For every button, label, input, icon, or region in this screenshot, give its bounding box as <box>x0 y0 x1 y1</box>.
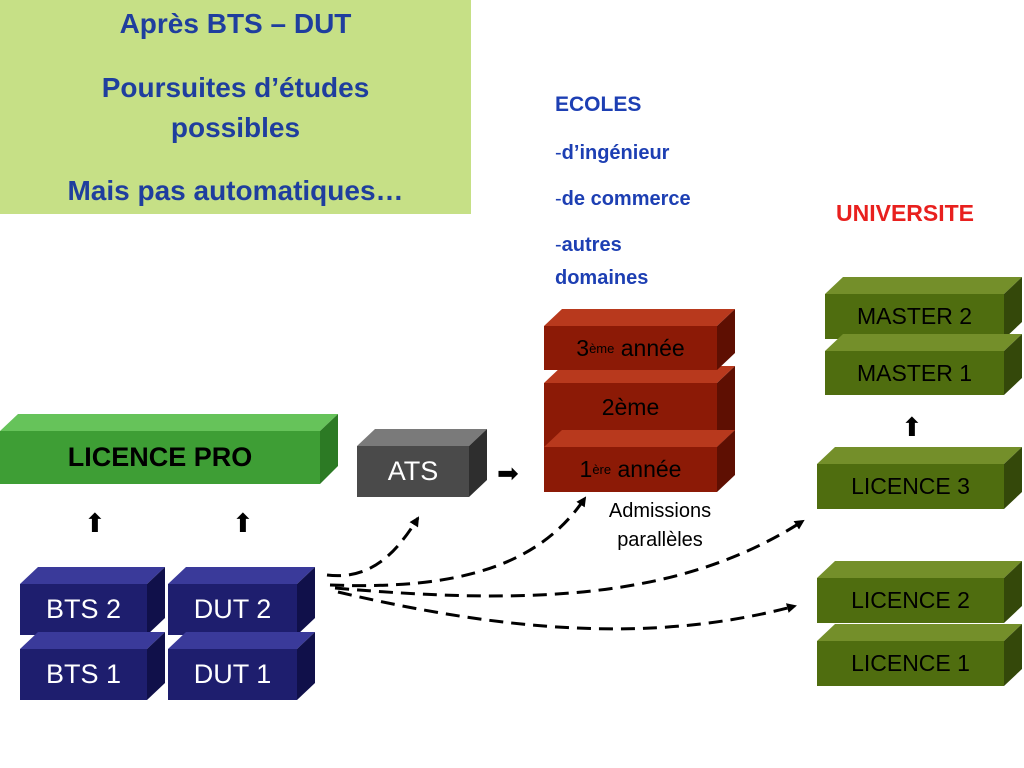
title-line-3: Mais pas automatiques… <box>67 175 404 206</box>
licence-pro-label: LICENCE PRO <box>67 442 253 472</box>
bts1-block <box>20 632 165 700</box>
master1-label: MASTER 1 <box>856 359 973 386</box>
licence3-label: LICENCE 3 <box>851 473 970 499</box>
title-line-2a: Poursuites d’études <box>101 72 370 103</box>
ecoles-item-domaines: domaines <box>555 267 649 289</box>
arrow-to-ecole <box>329 496 587 588</box>
admissions-line-2: parallèles <box>617 529 703 551</box>
master2-label: MASTER 2 <box>856 303 973 329</box>
bts2-label: BTS 2 <box>45 594 122 624</box>
dut1-block <box>168 632 315 700</box>
bts1-label: BTS 1 <box>45 659 122 689</box>
dut2-label: DUT 2 <box>193 594 272 624</box>
title-box: Après BTS – DUT Poursuites d’études poss… <box>0 0 471 214</box>
ecole-year3-sup: ème <box>589 340 615 356</box>
title-line-1: Après BTS – DUT <box>119 8 352 39</box>
ecole-year2-label: 2ème <box>601 393 660 420</box>
licence2-label: LICENCE 2 <box>851 587 970 613</box>
ecoles-item-label: de commerce <box>561 188 691 210</box>
ecole-year1-num: 1 <box>579 456 593 482</box>
ecoles-item-dash: - <box>555 142 562 164</box>
master2-block <box>825 277 1022 339</box>
ecole-year3-num: 3 <box>576 334 590 361</box>
licence1-label: LICENCE 1 <box>851 650 970 676</box>
dut1-label: DUT 1 <box>193 659 272 689</box>
licence-pro-block <box>0 414 338 484</box>
ecole-year3-rest: année <box>614 334 685 361</box>
ecoles-item-label: autres <box>561 234 622 256</box>
universite-label: UNIVERSITE <box>836 200 975 226</box>
ecole-year3-block <box>544 309 735 370</box>
ecoles-item-dash: - <box>555 188 562 210</box>
licence1-block <box>817 624 1022 686</box>
dut2-block <box>168 567 315 635</box>
arrow-up-dut-icon: ⬆ <box>232 508 254 538</box>
arrow-to-ats <box>326 516 420 578</box>
licence2-block <box>817 561 1022 623</box>
ecoles-heading: ECOLES <box>555 93 642 116</box>
ats-block <box>357 429 487 497</box>
ecoles-item-commerce: -de commerce <box>555 188 691 211</box>
arrow-to-licence2 <box>337 590 797 631</box>
master1-block <box>825 334 1022 395</box>
arrow-up-master-icon: ⬆ <box>901 412 923 442</box>
ats-label: ATS <box>387 456 439 486</box>
arrow-right-ats-icon: ➡ <box>497 458 519 488</box>
arrow-up-bts-icon: ⬆ <box>84 508 106 538</box>
ecole-year1-sup: ère <box>592 462 612 477</box>
licence3-block <box>817 447 1022 509</box>
ecoles-item-ingenieur: -d’ingénieur <box>555 142 669 165</box>
admissions-label: Admissions parallèles <box>585 497 735 555</box>
admissions-line-1: Admissions <box>608 500 712 522</box>
bts2-block <box>20 567 165 635</box>
arrow-to-licence3 <box>334 519 805 598</box>
ecole-year1-block <box>544 430 735 492</box>
ecoles-item-dash: - <box>555 234 562 256</box>
ecoles-item-label: d’ingénieur <box>561 142 670 164</box>
title-line-2b: possibles <box>170 112 301 143</box>
ecoles-item-autres: -autres <box>555 234 622 257</box>
ecole-year1-rest: année <box>611 456 682 482</box>
